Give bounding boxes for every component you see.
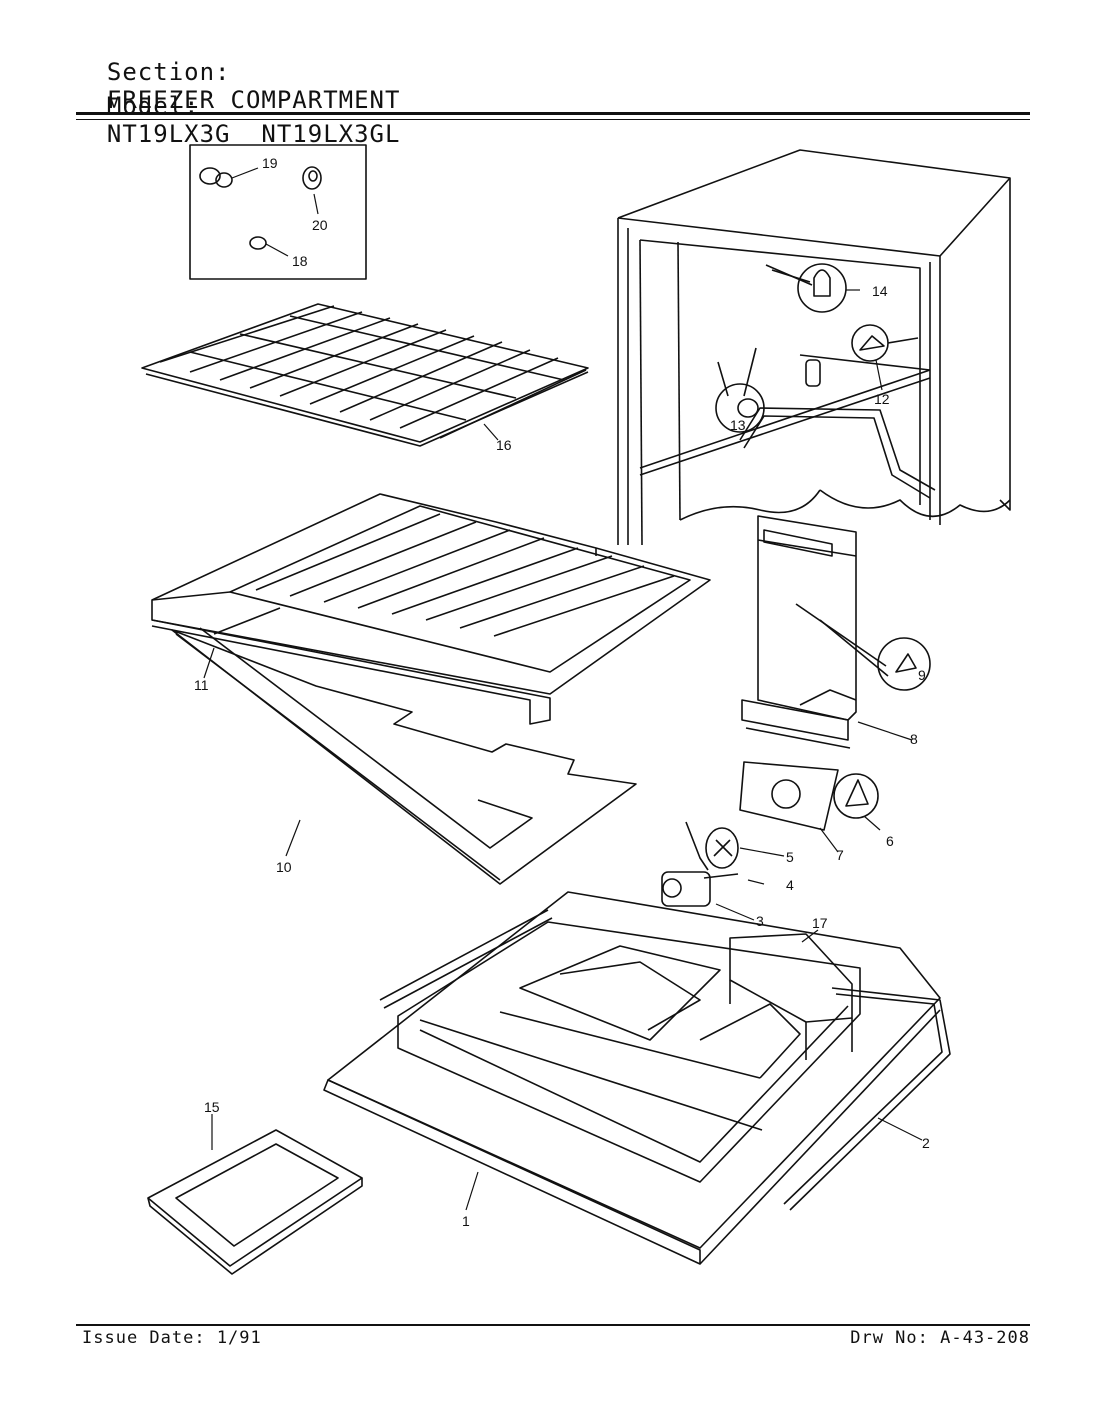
callout-10: 10 [276,859,292,875]
model-label: Model: [106,92,200,120]
callout-13: 13 [730,417,746,433]
callout-20: 20 [312,217,328,233]
callout-14: 14 [872,283,888,299]
callout-9: 9 [918,667,926,683]
callout-11: 11 [194,677,209,693]
callout-15: 15 [204,1099,220,1115]
freezer-cabinet [617,149,1011,546]
issue-date: Issue Date: 1/91 [82,1328,262,1348]
section-value: FREEZER COMPARTMENT [106,86,401,114]
callout-1: 1 [462,1213,470,1229]
door-gasket [379,909,951,1211]
model-values: NT19LX3G NT19LX3GL [106,120,401,148]
fan-duct [741,515,931,749]
footer-rule [76,1324,1030,1326]
freezer-shelf-grille [151,493,711,725]
callout-2: 2 [922,1135,930,1151]
callout-3: 3 [756,913,764,929]
callout-6: 6 [886,833,894,849]
callout-7: 7 [836,847,844,863]
drawing-number: Drw No: A-43-208 [850,1328,1030,1348]
callout-19: 19 [262,155,278,171]
section-title: Section: FREEZER COMPARTMENT [76,30,400,114]
fan-motor [661,871,739,907]
header-rule-thick [76,112,1030,115]
callout-labels: 1 2 3 4 5 6 7 8 9 10 11 12 13 14 15 16 1… [194,155,930,1229]
header-rule-thin [76,119,1030,120]
ice-bin [729,933,853,1060]
freezer-floor-pan [323,891,941,1265]
model-title: Model: NT19LX3G NT19LX3GL [76,64,400,148]
leader-lines [203,167,923,1211]
callout-12: 12 [874,391,890,407]
callout-18: 18 [292,253,308,269]
callout-16: 16 [496,437,512,453]
callout-17: 17 [812,915,828,931]
wire-shelf [141,303,589,447]
fan-blade [685,821,739,871]
fan-bracket [739,761,879,831]
small-parts-inset [189,144,367,280]
callout-5: 5 [786,849,794,865]
ice-tray [147,1129,363,1275]
callout-8: 8 [910,731,918,747]
section-label: Section: [106,58,231,86]
insulation-panel [171,607,637,885]
callout-4: 4 [786,877,794,893]
